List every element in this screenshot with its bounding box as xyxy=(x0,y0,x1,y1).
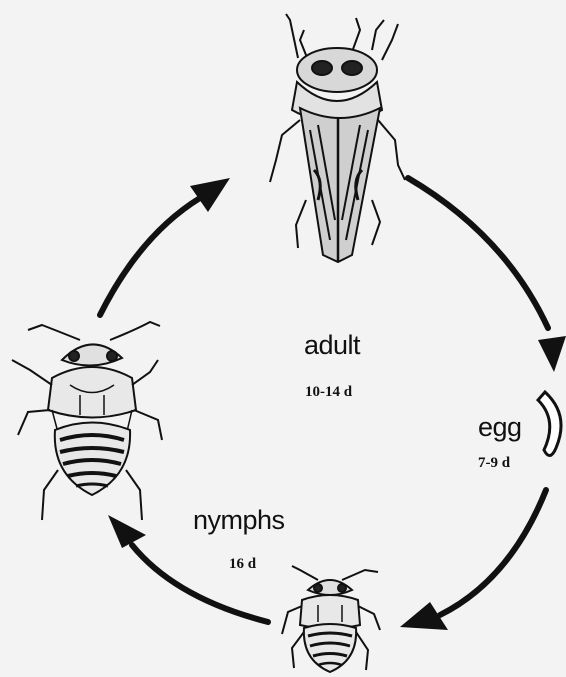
adult-stage-label: adult xyxy=(304,330,360,361)
egg-icon xyxy=(538,392,561,456)
leafhopper-adult-icon xyxy=(270,14,405,262)
nymphs-duration-label: 16 d xyxy=(229,556,256,573)
nymph-small-icon xyxy=(282,566,380,672)
nymph-large-icon xyxy=(12,322,162,520)
arrow-egg-to-nymph xyxy=(440,490,546,615)
arrow-adult-to-egg xyxy=(408,178,548,328)
adult-duration-label: 10-14 d xyxy=(305,384,352,401)
arrow-nymph-to-adult xyxy=(100,198,200,315)
arrowhead-egg xyxy=(538,336,566,372)
arrowhead-adult xyxy=(190,178,230,212)
arrowhead-nymph-large xyxy=(108,515,146,548)
egg-duration-label: 7-9 d xyxy=(478,455,510,472)
egg-stage-label: egg xyxy=(478,412,522,443)
nymphs-stage-label: nymphs xyxy=(193,505,285,536)
